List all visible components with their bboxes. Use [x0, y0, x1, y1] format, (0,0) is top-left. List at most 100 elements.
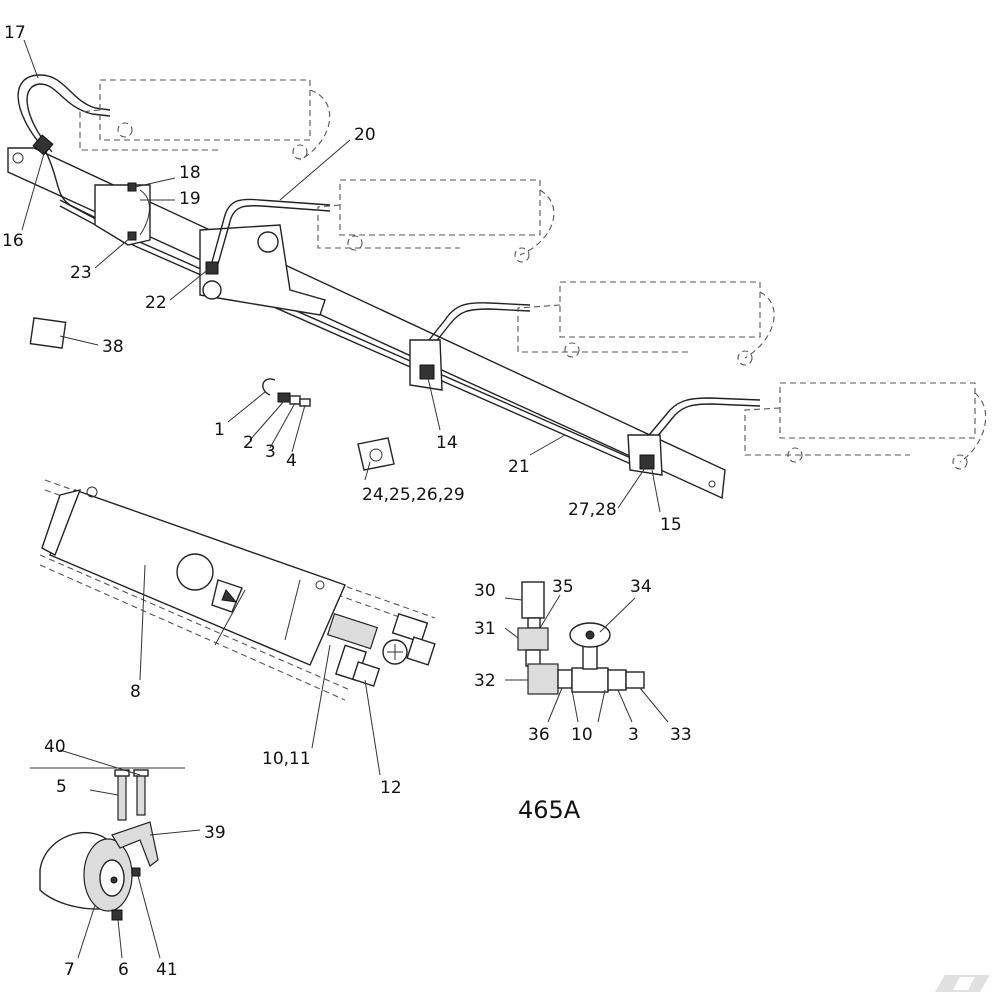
valve-body-10 — [571, 667, 609, 693]
cylinder-8-assembly — [39, 479, 436, 701]
callout-30: 30 — [474, 581, 496, 601]
pipe-riser-14 — [424, 302, 531, 346]
valve-stem — [582, 644, 598, 670]
callout-19: 19 — [179, 189, 201, 209]
callout-24-29: 24,25,26,29 — [362, 485, 465, 505]
clamp-23 — [127, 231, 137, 241]
callout-41: 41 — [156, 960, 178, 980]
callout-8: 8 — [130, 682, 141, 702]
valve-block — [326, 612, 379, 650]
fitting-16 — [32, 134, 54, 156]
wheel-axle — [110, 876, 118, 884]
callout-39: 39 — [204, 823, 226, 843]
callout-35: 35 — [552, 577, 574, 597]
callout-4: 4 — [286, 451, 297, 471]
callout-38: 38 — [102, 337, 124, 357]
callout-22: 22 — [145, 293, 167, 313]
bracket-39 — [111, 821, 159, 867]
part-1-4-assembly — [262, 378, 311, 407]
wheel-assembly — [30, 767, 185, 921]
callout-1: 1 — [214, 420, 225, 440]
bracket-plate-left — [94, 184, 151, 246]
beam-hole-right — [708, 480, 716, 488]
callout-36: 36 — [528, 725, 550, 745]
callout-33: 33 — [670, 725, 692, 745]
cylinder-seam-2 — [284, 579, 301, 641]
fitting-22 — [205, 261, 219, 275]
nut-6 — [111, 909, 123, 921]
ghost-cylinder-2 — [317, 179, 555, 263]
boom-assembly — [7, 74, 987, 500]
cylinder-seam-1 — [214, 589, 246, 646]
ghost-cylinder-4 — [744, 382, 987, 470]
main-beam — [7, 147, 726, 500]
gauge-stem — [527, 617, 541, 629]
ghost-cylinder-3 — [517, 281, 775, 366]
valve-assembly — [517, 581, 645, 695]
callout-5: 5 — [56, 777, 67, 797]
cylinder-bolt — [86, 486, 98, 498]
part-24-29 — [357, 437, 395, 471]
callout-21: 21 — [508, 457, 530, 477]
bolt-40-head — [133, 769, 149, 777]
callout-31: 31 — [474, 619, 496, 639]
plate-hole-small — [202, 280, 222, 300]
pipe-17-inner — [26, 83, 111, 153]
callout-32: 32 — [474, 671, 496, 691]
callout-10-11: 10,11 — [262, 749, 311, 769]
callout-23: 23 — [70, 263, 92, 283]
callout-2: 2 — [243, 433, 254, 453]
bolt-5-head — [114, 769, 130, 777]
callout-6: 6 — [118, 960, 129, 980]
adapter-33 — [625, 671, 645, 689]
pipe-16 — [44, 149, 131, 236]
callout-18: 18 — [179, 163, 201, 183]
callout-3b: 3 — [628, 725, 639, 745]
fitting-15 — [639, 454, 655, 470]
callout-27-28: 27,28 — [568, 500, 617, 520]
callout-7: 7 — [64, 960, 75, 980]
callout-3: 3 — [265, 442, 276, 462]
gauge-30 — [521, 581, 545, 619]
nipple-36 — [557, 669, 573, 689]
pipe-riser-14-inner — [430, 308, 531, 349]
pipe-riser-15-inner — [650, 403, 761, 445]
callout-10: 10 — [571, 725, 593, 745]
callout-14: 14 — [436, 433, 458, 453]
ghost-cylinder-1 — [79, 79, 331, 161]
valve-fitting-right — [406, 636, 436, 666]
valve-knob-cross — [387, 644, 403, 660]
pipe-20-inner — [217, 205, 331, 265]
beam-hole-left — [12, 152, 24, 164]
bolt-5 — [117, 774, 127, 821]
tee-31 — [517, 627, 549, 651]
callout-12: 12 — [380, 778, 402, 798]
pipe-riser-15 — [644, 397, 761, 441]
handwheel-hub — [585, 630, 595, 640]
pipe-17 — [17, 74, 111, 151]
cylinder-sight-circle — [176, 553, 214, 591]
cylinder-bolt-2 — [315, 580, 325, 590]
valve-fitting-top — [391, 612, 429, 644]
part-38 — [29, 317, 67, 349]
callout-labels: 17 16 18 19 23 22 20 38 1 2 3 4 14 21 24… — [2, 23, 692, 980]
clamp-18 — [127, 182, 137, 192]
callout-15: 15 — [660, 515, 682, 535]
brand-logo-watermark — [935, 975, 990, 992]
pipe-20 — [211, 198, 331, 263]
callout-40: 40 — [44, 737, 66, 757]
leader-lines — [21, 39, 669, 959]
plate-hole-large — [257, 231, 279, 253]
diagram-code: 465A — [518, 796, 581, 824]
nut-41 — [131, 867, 141, 877]
callout-16: 16 — [2, 231, 24, 251]
cylinder-arrow — [221, 589, 238, 603]
bolt-40 — [136, 774, 146, 816]
fitting-3 — [607, 669, 627, 691]
callout-17: 17 — [4, 23, 26, 43]
callout-20: 20 — [354, 125, 376, 145]
elbow-32 — [527, 663, 559, 695]
fitting-14 — [419, 364, 435, 380]
fitting-12-nut — [351, 661, 381, 687]
